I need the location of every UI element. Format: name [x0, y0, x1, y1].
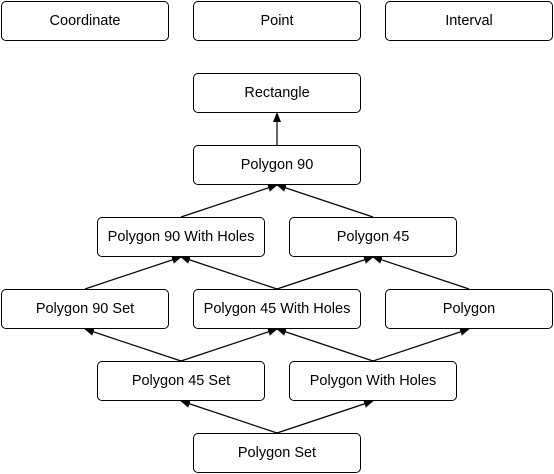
- arrow-polygon_45_with_holes-to-polygon_90_with_holes: [180, 256, 278, 290]
- node-interval: Interval: [385, 1, 553, 41]
- arrow-polygon_90_set-to-polygon_90_with_holes: [84, 256, 182, 290]
- node-polygon-90-set: Polygon 90 Set: [1, 289, 169, 329]
- arrow-polygon_with_holes-to-polygon_45_with_holes: [276, 328, 374, 362]
- arrow-polygon-to-polygon_45: [372, 256, 470, 290]
- node-polygon-set: Polygon Set: [193, 433, 361, 473]
- node-polygon-90: Polygon 90: [193, 145, 361, 185]
- arrow-polygon_with_holes-to-polygon: [372, 328, 470, 362]
- node-point: Point: [193, 1, 361, 41]
- arrow-polygon_45_set-to-polygon_45_with_holes: [180, 328, 278, 362]
- node-polygon: Polygon: [385, 289, 553, 329]
- node-polygon-45-set: Polygon 45 Set: [97, 361, 265, 401]
- arrow-polygon_90_with_holes-to-polygon_90: [180, 184, 278, 218]
- arrow-polygon_45-to-polygon_90: [276, 184, 374, 218]
- arrow-polygon_45_set-to-polygon_90_set: [84, 328, 182, 362]
- node-polygon-45: Polygon 45: [289, 217, 457, 257]
- arrow-polygon_set-to-polygon_45_set: [180, 400, 278, 434]
- node-rectangle: Rectangle: [193, 73, 361, 113]
- node-polygon-90-with-holes: Polygon 90 With Holes: [97, 217, 265, 257]
- arrow-polygon_set-to-polygon_with_holes: [276, 400, 374, 434]
- node-coordinate: Coordinate: [1, 1, 169, 41]
- node-polygon-with-holes: Polygon With Holes: [289, 361, 457, 401]
- node-polygon-45-with-holes: Polygon 45 With Holes: [193, 289, 361, 329]
- arrow-polygon_45_with_holes-to-polygon_45: [276, 256, 374, 290]
